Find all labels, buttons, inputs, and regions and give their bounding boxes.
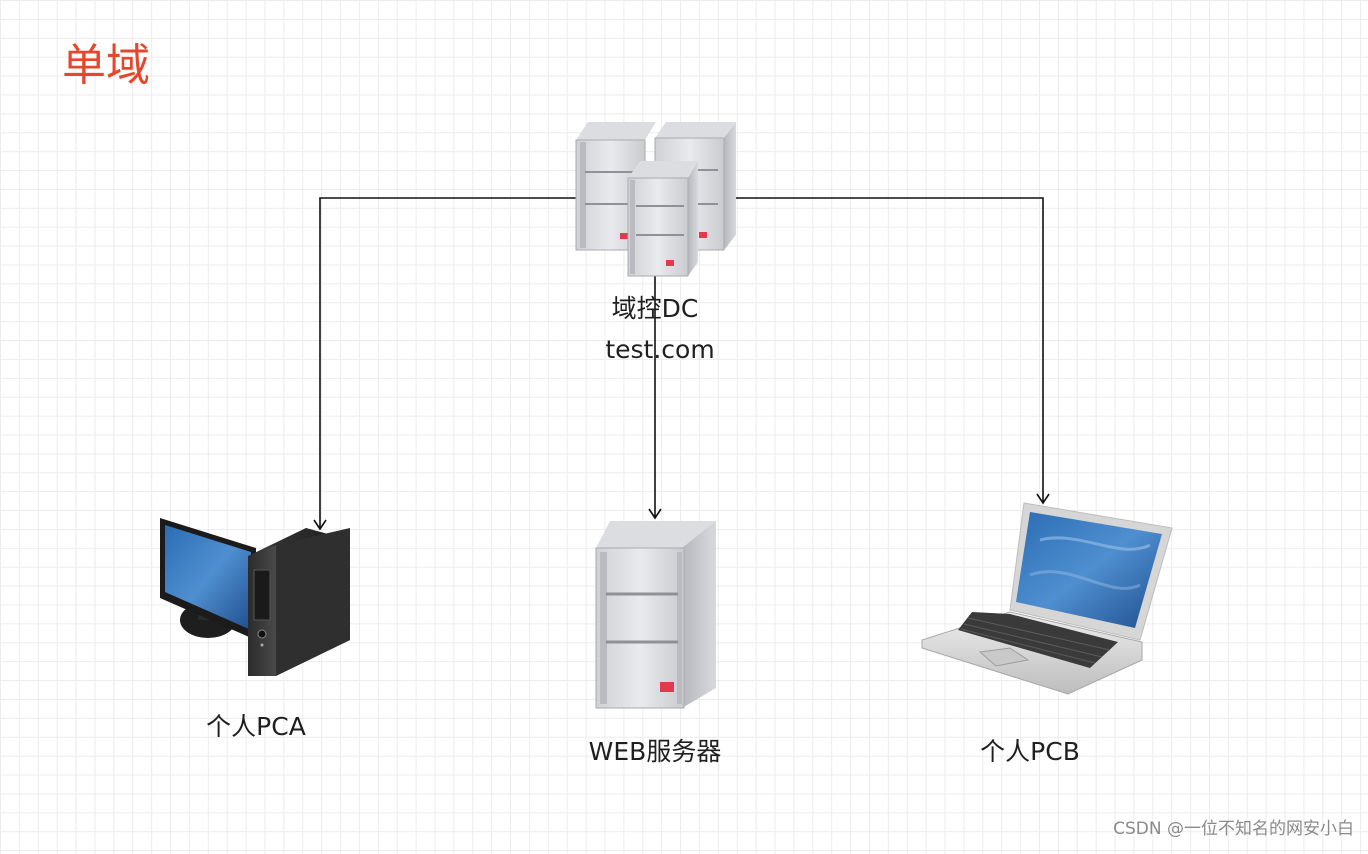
watermark-text: CSDN @一位不知名的网安小白	[1113, 819, 1354, 839]
node-label-pca: 个人PCA	[206, 712, 306, 741]
edge-dc-to-pca	[313, 197, 576, 531]
edge-dc-to-pcb	[734, 197, 1050, 505]
server-cluster-icon	[575, 122, 736, 277]
node-sublabel-dc-domain: test.com	[605, 335, 715, 364]
edge-dc-to-web	[648, 262, 662, 520]
node-label-web: WEB服务器	[588, 737, 722, 766]
server-tower-icon	[595, 521, 716, 709]
node-label-pcb: 个人PCB	[980, 737, 1080, 766]
node-label-dc: 域控DC	[611, 294, 699, 323]
desktop-computer-icon	[160, 518, 350, 676]
laptop-icon	[921, 502, 1173, 695]
diagram-title: 单域	[62, 40, 150, 91]
